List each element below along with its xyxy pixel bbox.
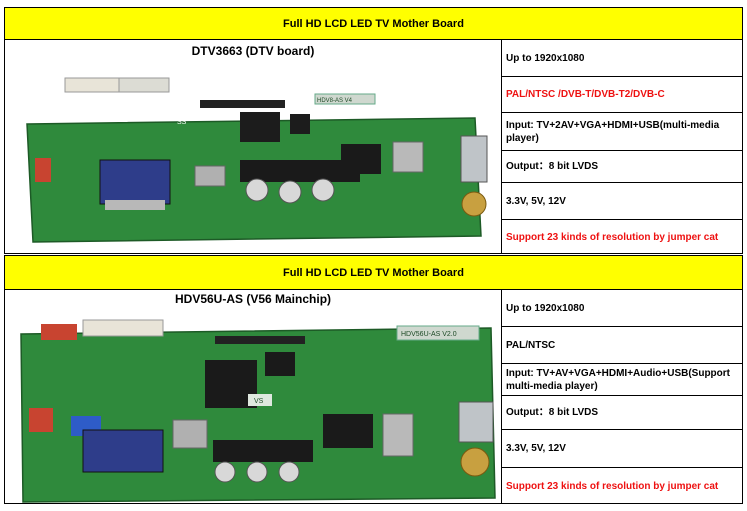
- board-1-silkscreen-2: SS: [177, 119, 187, 126]
- board-2-spec-jumper: Support 23 kinds of resolution by jumper…: [506, 480, 719, 492]
- board-2-photo: HDV56U-AS V2.0 VS: [20, 319, 496, 503]
- section-1-banner: Full HD LCD LED TV Mother Board: [4, 7, 743, 40]
- board-1-silkscreen: HDV8-AS V4: [317, 98, 353, 104]
- board-1-spec-resolution: Up to 1920x1080: [502, 40, 742, 77]
- board-1-spec-standards: PAL/NTSC /DVB-T/DVB-T2/DVB-C: [502, 77, 742, 113]
- board-2-spec-list: Up to 1920x1080 PAL/NTSC Input: TV+AV+VG…: [502, 290, 742, 503]
- board-1-spec-voltage: 3.3V, 5V, 12V: [502, 183, 742, 220]
- board-1-image-cell: DTV3663 (DTV board) HDV8-AS V4 SS: [5, 40, 502, 253]
- board-2-title: HDV56U-AS (V56 Mainchip): [174, 292, 332, 306]
- board-1-photo: HDV8-AS V4 SS: [26, 77, 488, 243]
- board-2-spec-standards: PAL/NTSC: [502, 327, 742, 364]
- board-2-spec-voltage: 3.3V, 5V, 12V: [502, 430, 742, 468]
- section-1-block: DTV3663 (DTV board) HDV8-AS V4 SS: [4, 40, 743, 254]
- board-2-image-cell: HDV56U-AS (V56 Mainchip) HDV56U-AS V2.0 …: [5, 290, 502, 503]
- board-2-spec-input: Input: TV+AV+VGA+HDMI+Audio+USB(Support …: [502, 364, 742, 396]
- board-2-silkscreen: HDV56U-AS V2.0: [401, 331, 457, 338]
- board-1-title: DTV3663 (DTV board): [191, 44, 315, 58]
- board-1-spec-jumper: Support 23 kinds of resolution by jumper…: [506, 231, 719, 243]
- section-2-block: HDV56U-AS (V56 Mainchip) HDV56U-AS V2.0 …: [4, 290, 743, 504]
- board-2-spec-output: Output：8 bit LVDS: [502, 396, 742, 430]
- board-1-spec-input: Input: TV+2AV+VGA+HDMI+USB(multi-media p…: [502, 113, 742, 151]
- board-1-spec-output: Output：8 bit LVDS: [502, 151, 742, 183]
- section-2-banner: Full HD LCD LED TV Mother Board: [4, 255, 743, 290]
- board-2-spec-resolution: Up to 1920x1080: [502, 290, 742, 327]
- board-2-silkscreen-2: VS: [254, 398, 264, 405]
- board-1-spec-list: Up to 1920x1080 PAL/NTSC /DVB-T/DVB-T2/D…: [502, 40, 742, 253]
